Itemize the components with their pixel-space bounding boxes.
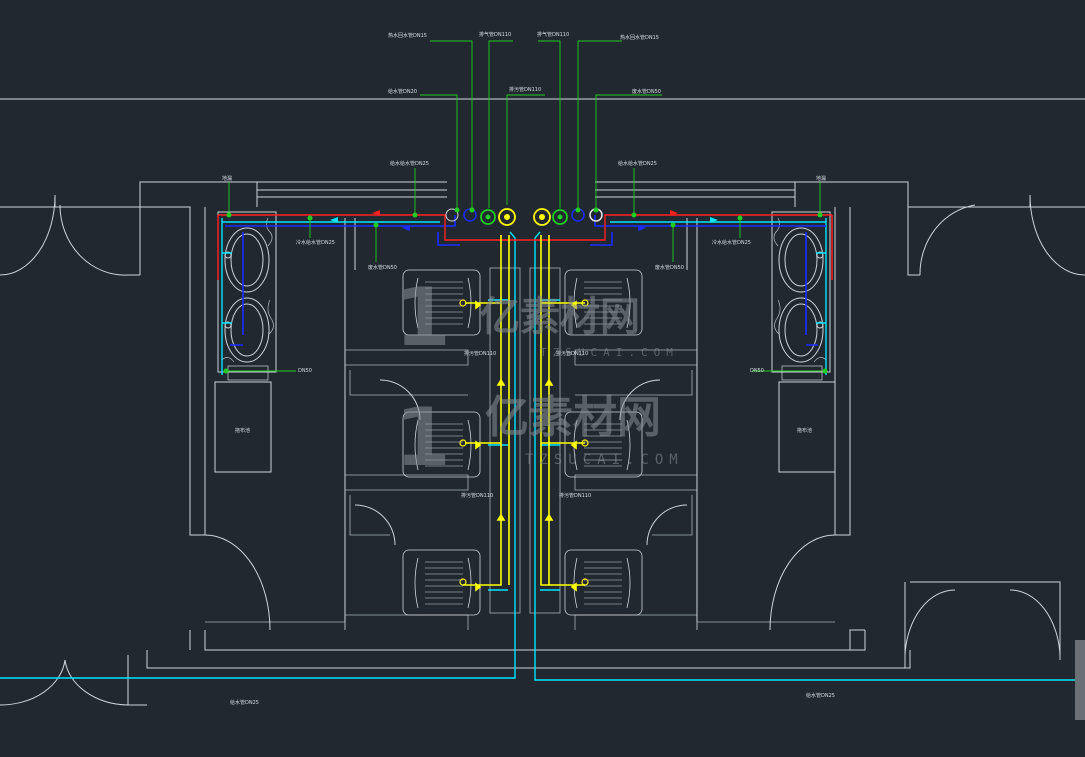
label-branch-left: 冷水给水管DN25 [296,239,335,246]
label-top-left-1: 热水回水管DN15 [388,32,427,39]
label-branch-right: 冷水给水管DN25 [712,239,751,246]
mop-sink-right [778,381,836,473]
watermark-brand-bottom: 亿素材网 [485,392,661,443]
label-sewer-2-left: 排污管DN110 [461,492,493,499]
label-top-left-2: 给水管DN20 [388,88,417,95]
watermark: 1 亿素材网 TZSUCAI.COM 1 亿素材网 TZSUCAI.COM [395,271,684,484]
watermark-logo-bottom: 1 [395,391,451,484]
leader-dots [223,207,828,374]
watermark-brand-top: 亿素材网 [480,294,640,340]
label-bottom-right: 给水管DN25 [806,692,835,699]
label-dn-left: DN50 [298,368,312,374]
flow-arrows [330,210,718,231]
sewer-endpoints [459,299,589,586]
watermark-logo-top: 1 [395,271,451,364]
label-top-center-1: 排气管DN110 [479,31,511,38]
label-top-center-3: 排污管DN110 [509,86,541,93]
label-top-right-2: 废水管DN50 [632,88,661,95]
label-sewer-1-right: 排污管DN110 [556,350,588,357]
cold-water-pipes [225,215,826,346]
label-sewer-2-right: 排污管DN110 [559,492,591,499]
supply-pipes [0,218,1075,681]
door-swings [0,194,1085,706]
label-feed-left: 给水给水管DN25 [390,160,429,167]
sewer-pipes [463,235,585,592]
label-top-center-2: 排气管DN110 [537,31,569,38]
label-floor-drain-right: 地漏 [816,175,826,182]
counter-end-right [781,365,823,381]
label-waste-left: 废水管DN50 [368,264,397,271]
label-bottom-left: 给水管DN25 [230,699,259,706]
annotations: 热水回水管DN15 给水管DN20 排气管DN110 排气管DN110 排污管D… [222,31,835,706]
label-feed-right: 给水给水管DN25 [618,160,657,167]
vanity-left [217,211,277,373]
building-walls [0,181,1085,720]
label-waste-right: 废水管DN50 [655,264,684,271]
mop-sink-left [214,381,272,473]
vanity-right [771,211,831,373]
label-leaders [228,40,822,372]
watermark-domain-top: TZSUCAI.COM [540,346,679,359]
counter-end-left [227,365,269,381]
label-sewer-1-left: 排污管DN110 [464,350,496,357]
label-mop-right: 拖布池 [797,427,812,434]
hot-water-pipes [217,214,833,280]
edge-block [1075,640,1085,720]
label-dn-right: DN50 [750,368,764,374]
watermark-domain-bottom: TZSUCAI.COM [525,452,684,468]
label-top-right-1: 热水回水管DN15 [620,34,659,41]
label-mop-left: 拖布池 [235,427,250,434]
label-floor-drain-left: 地漏 [222,175,232,182]
